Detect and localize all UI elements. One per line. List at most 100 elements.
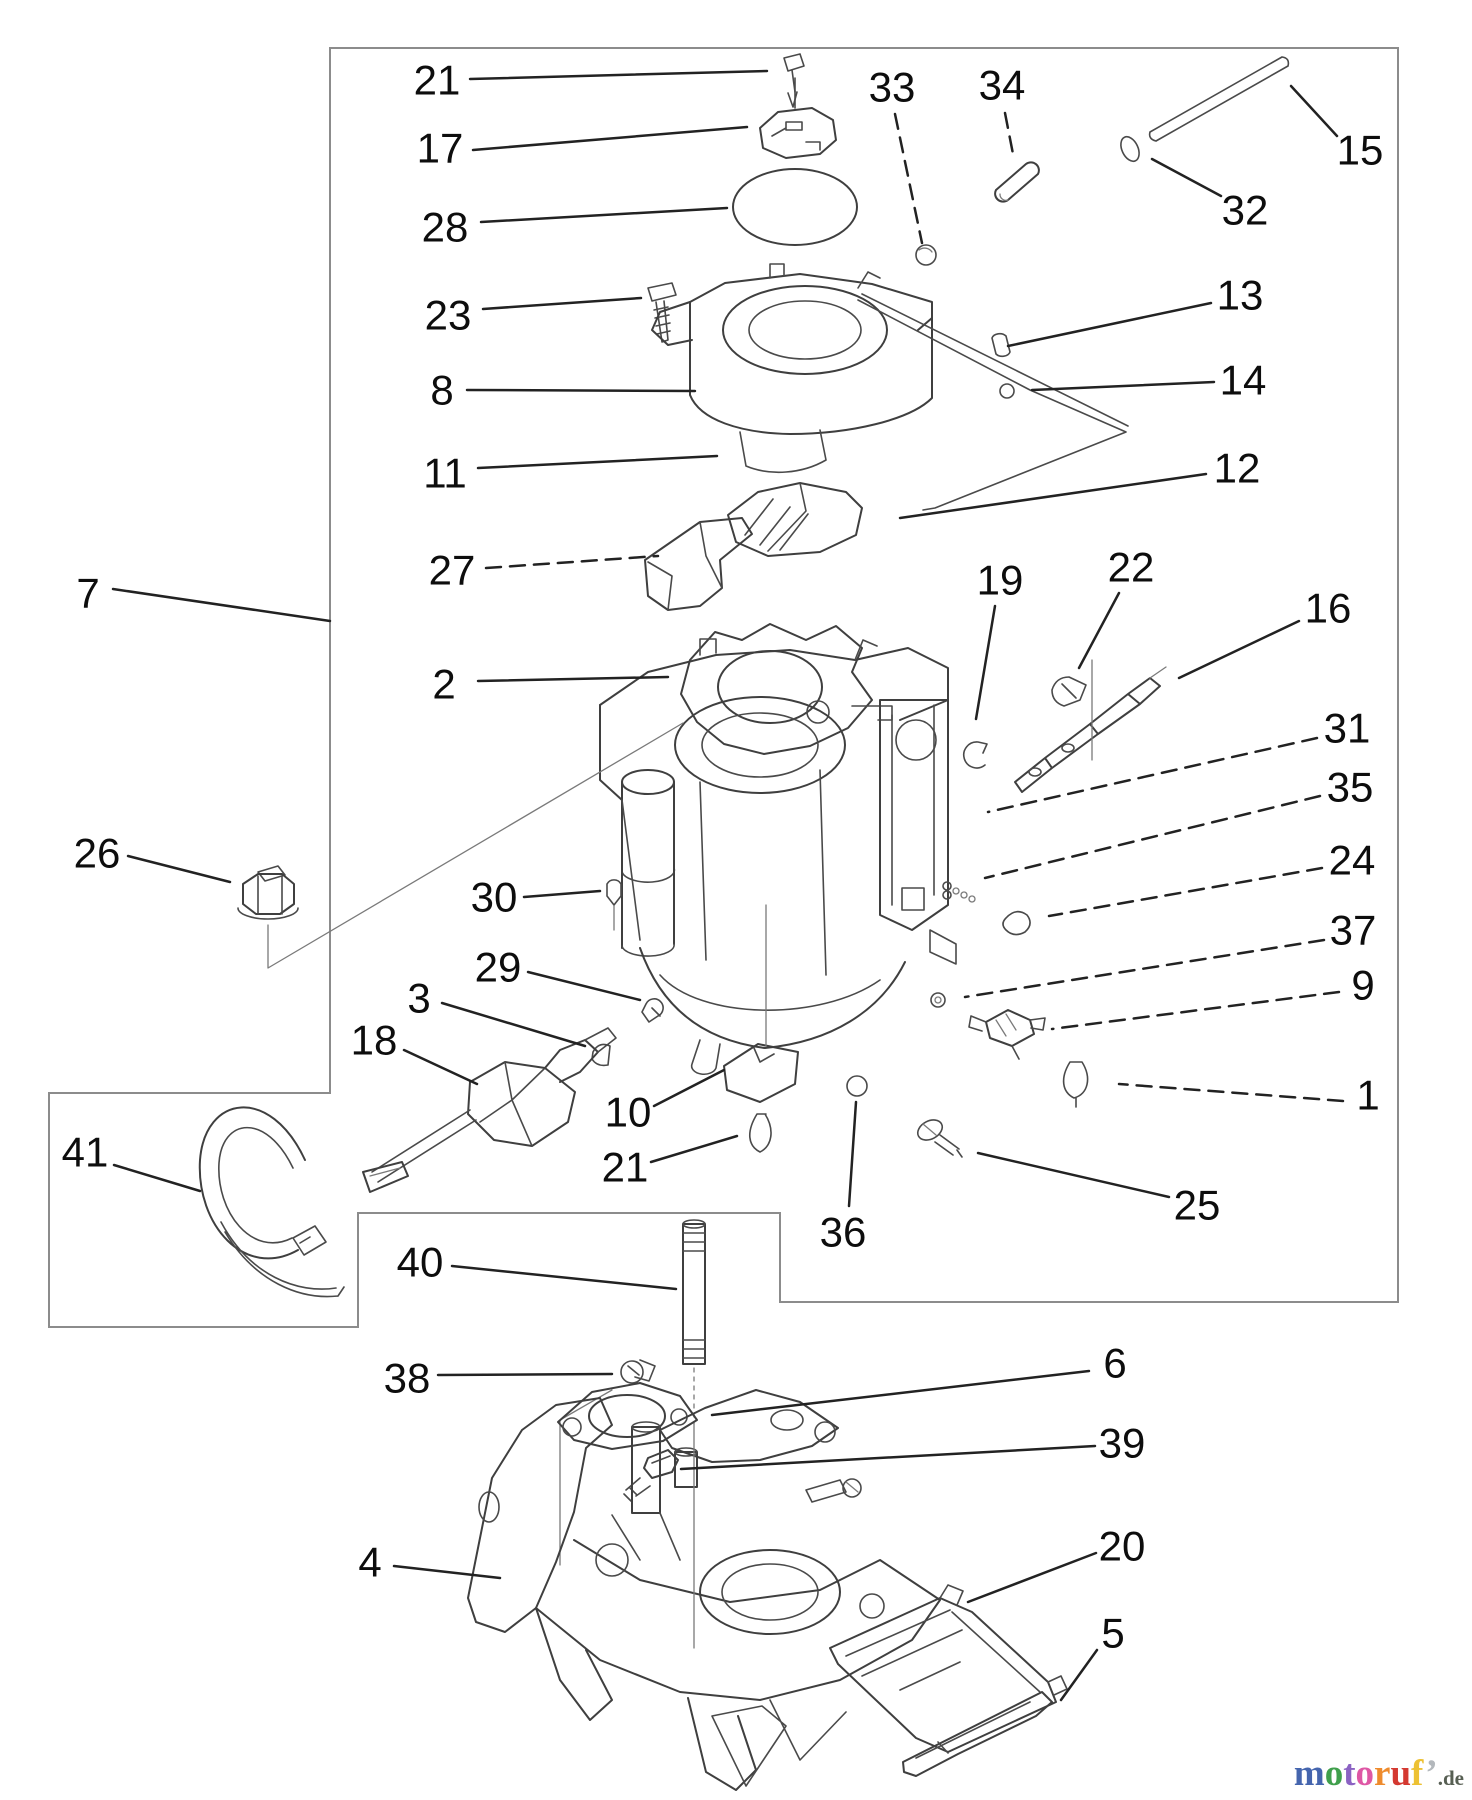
callout-21-bottom: 21 [602, 1144, 649, 1191]
callout-34-leader [1003, 111, 1015, 156]
callout-40: 40 [397, 1239, 444, 1286]
callout-13-leader [1006, 301, 1213, 348]
callout-14: 14 [1220, 357, 1267, 404]
part-screw-23 [647, 282, 677, 343]
part-bowl-cap-17 [759, 77, 837, 159]
callout-15: 15 [1337, 127, 1384, 174]
callout-14-leader [1030, 380, 1216, 392]
callout-41: 41 [62, 1129, 109, 1176]
part-plate-27 [644, 517, 753, 611]
callout-37-leader [963, 938, 1326, 999]
part-clip-22 [1051, 676, 1087, 707]
callout-5: 5 [1101, 1610, 1124, 1657]
motoruf-watermark: motoruf’.de [1294, 1755, 1464, 1792]
callout-12-leader [898, 472, 1208, 520]
part-upper-body-8 [651, 263, 933, 474]
watermark-letter: f [1411, 1753, 1426, 1794]
part-bulb-1 [1062, 1061, 1089, 1108]
callout-20: 20 [1099, 1523, 1146, 1570]
callout-17: 17 [417, 125, 464, 172]
callout-28-leader [479, 206, 729, 224]
callout-35: 35 [1327, 764, 1374, 811]
callout-40-leader [450, 1264, 678, 1291]
callout-29-leader [526, 970, 642, 1002]
callout-27-leader [484, 554, 660, 570]
callout-4: 4 [358, 1539, 381, 1586]
callout-10: 10 [605, 1089, 652, 1136]
watermark-letter: r [1374, 1753, 1391, 1794]
part-inlet-fitting [805, 1478, 862, 1503]
callout-26: 26 [74, 830, 121, 877]
part-ball-33 [915, 244, 937, 266]
part-screw-21-top [783, 53, 805, 108]
callout-1: 1 [1356, 1072, 1379, 1119]
callout-15-leader [1289, 84, 1339, 138]
callout-36-leader [847, 1100, 858, 1208]
callout-37: 37 [1330, 907, 1377, 954]
callout-3: 3 [407, 975, 430, 1022]
part-screw-25 [916, 1119, 963, 1158]
callout-39-leader [679, 1444, 1097, 1471]
part-clip-30 [606, 879, 622, 931]
callout-21-top: 21 [414, 57, 461, 104]
part-ring-37 [930, 992, 946, 1008]
callout-36: 36 [820, 1209, 867, 1256]
callout-21-bottom-leader [649, 1134, 739, 1164]
part-bulb-21-bottom [749, 1113, 772, 1153]
callout-3-leader [440, 1001, 587, 1048]
part-oring-28 [732, 168, 858, 246]
leader-lines [111, 69, 1345, 1702]
watermark-suffix: .de [1437, 1766, 1464, 1790]
diagram-border [48, 47, 1399, 1328]
callout-19-leader [974, 604, 997, 721]
part-screw-9 [968, 1009, 1046, 1060]
callout-25-leader [976, 1151, 1171, 1199]
callout-38: 38 [384, 1355, 431, 1402]
callout-20-leader [966, 1551, 1098, 1604]
callout-25: 25 [1174, 1182, 1221, 1229]
watermark-letter: ’ [1425, 1753, 1438, 1794]
callout-1-leader [1117, 1082, 1345, 1103]
watermark-letter: t [1343, 1753, 1356, 1794]
part-nut-26 [237, 865, 299, 920]
part-bracket-12 [727, 482, 863, 557]
callout-31-leader [986, 736, 1319, 814]
watermark-letter: u [1390, 1753, 1412, 1794]
part-cable-tie-41 [198, 1106, 345, 1298]
part-gasket-2 [680, 623, 893, 755]
part-pin-34 [994, 161, 1040, 203]
callout-29: 29 [475, 944, 522, 991]
callout-23-leader [481, 296, 643, 311]
part-lower-body-4 [467, 1389, 941, 1791]
part-needle-seat-16 [1014, 659, 1167, 793]
callout-13: 13 [1217, 272, 1264, 319]
callout-22-leader [1077, 591, 1121, 670]
callout-28: 28 [422, 204, 469, 251]
callout-8: 8 [430, 367, 453, 414]
callout-33: 33 [869, 64, 916, 111]
part-baffle-5 [902, 1691, 1053, 1777]
part-pin-31 [942, 881, 952, 900]
callout-39: 39 [1099, 1420, 1146, 1467]
callout-23: 23 [425, 292, 472, 339]
callout-11-leader [476, 454, 719, 470]
part-pin-13 [991, 332, 1011, 358]
callout-12: 12 [1214, 445, 1261, 492]
callout-2-leader [476, 675, 670, 683]
part-clip-38 [559, 1359, 656, 1566]
callout-6: 6 [1103, 1340, 1126, 1387]
watermark-letter: o [1324, 1753, 1344, 1794]
watermark-letter: m [1293, 1753, 1325, 1794]
part-spring-pin-35 [952, 887, 976, 903]
callout-41-leader [112, 1163, 202, 1193]
part-float-10 [723, 904, 799, 1103]
part-choke-link [857, 293, 1129, 511]
callout-19: 19 [977, 557, 1024, 604]
callout-10-leader [652, 1068, 726, 1108]
part-oring-32 [1120, 135, 1140, 163]
callout-8-leader [465, 388, 697, 393]
callout-24-leader [1047, 866, 1324, 918]
